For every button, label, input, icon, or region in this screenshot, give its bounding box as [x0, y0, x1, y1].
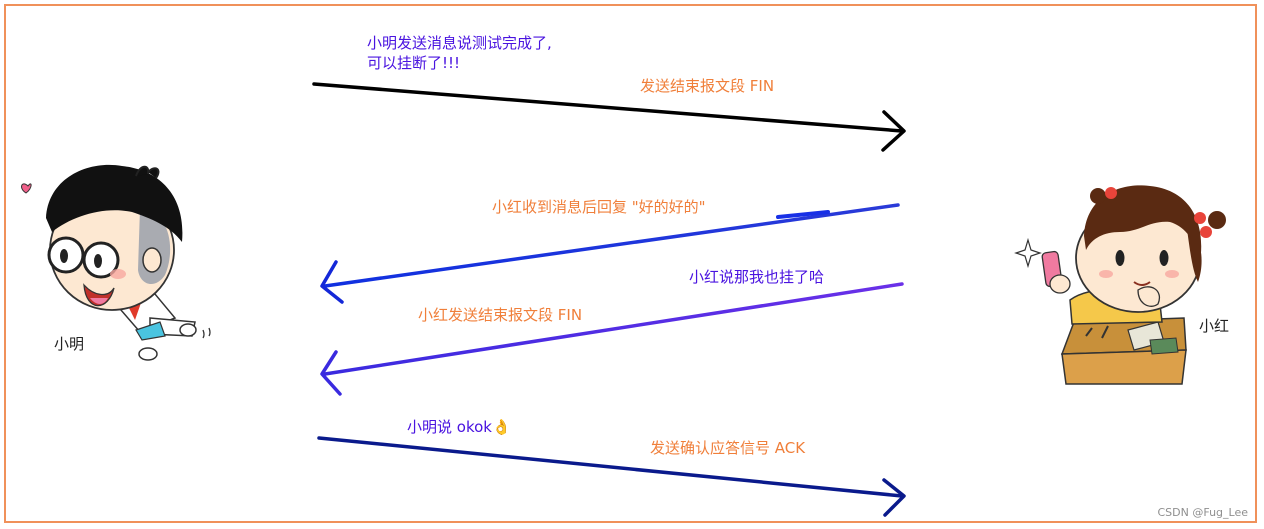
person-name-xiaohong: 小红 — [1199, 317, 1230, 335]
person-name-xiaoming: 小明 — [54, 335, 85, 353]
heart-icon — [21, 183, 32, 194]
label-xiaohong-fin: 小红发送结束报文段 FIN — [418, 306, 583, 324]
message-test-complete-line1: 小明发送消息说测试完成了, — [367, 34, 552, 52]
xiaohong-illustration — [1014, 185, 1226, 385]
diagram-frame — [4, 4, 1257, 523]
label-send-ack: 发送确认应答信号 ACK — [650, 439, 806, 457]
xiaoming-illustration — [21, 164, 211, 361]
label-reply-ok: 小红收到消息后回复 "好的好的" — [492, 198, 706, 216]
fin-arrow-to-left — [320, 282, 904, 396]
watermark: CSDN @Fug_Lee — [1157, 506, 1248, 519]
fin-arrow-to-right — [312, 82, 906, 152]
sparkle-icon — [1014, 237, 1042, 269]
message-test-complete-line2: 可以挂断了!!! — [367, 54, 461, 72]
label-send-fin: 发送结束报文段 FIN — [640, 77, 775, 95]
reply-arrow-to-left — [320, 203, 900, 304]
label-okok: 小明说 okok👌 — [407, 418, 511, 436]
label-hangup-too: 小红说那我也挂了哈 — [689, 268, 825, 286]
ack-arrow-to-right — [317, 436, 906, 517]
